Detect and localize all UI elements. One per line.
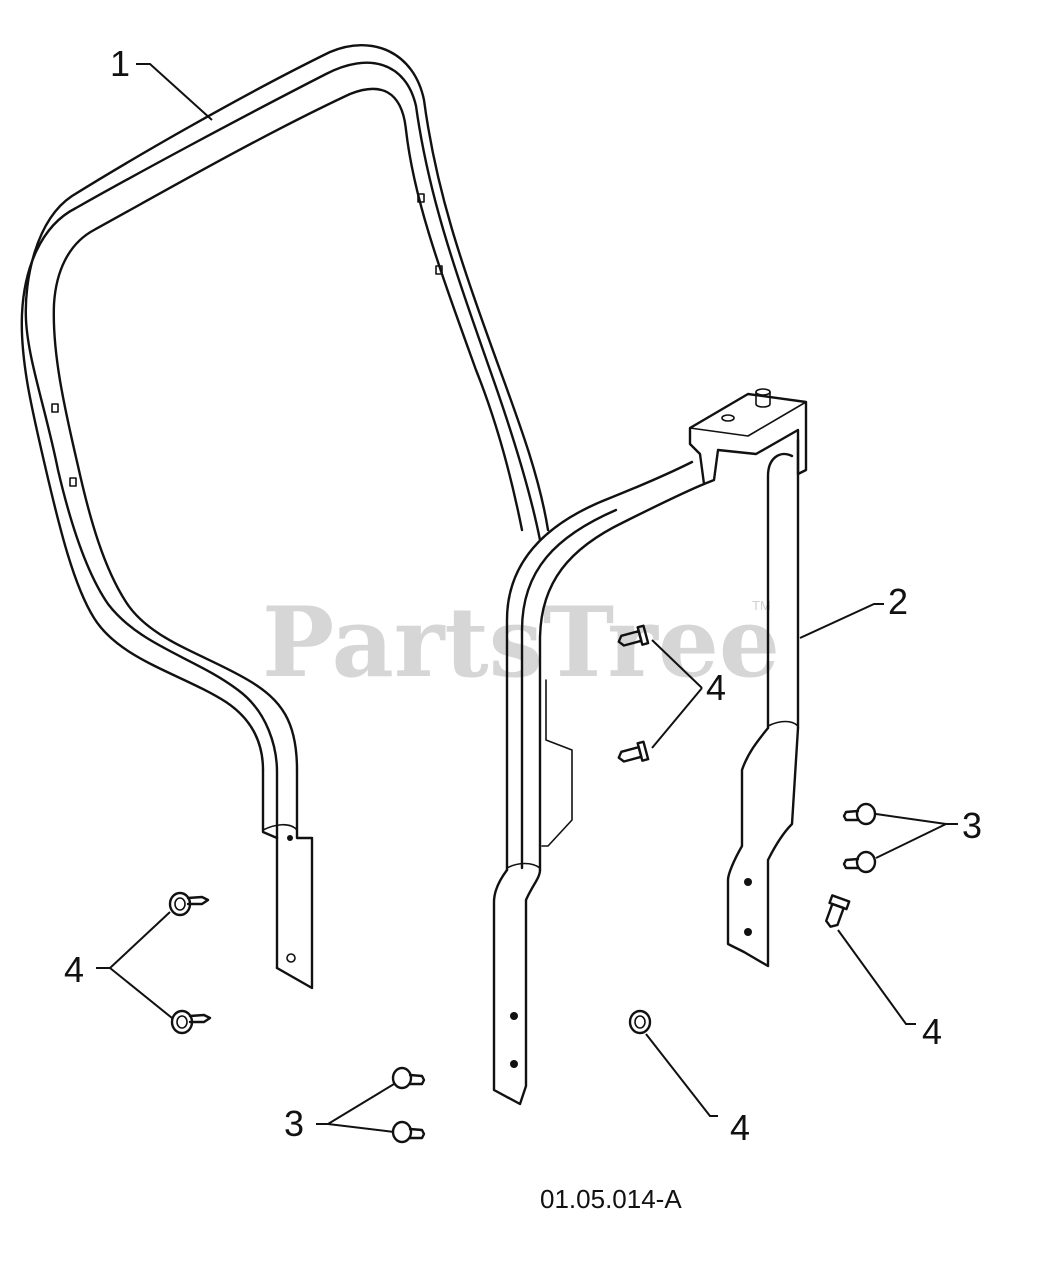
mounting-hole xyxy=(744,878,752,886)
callout-part-3-bottom: 3 xyxy=(284,1103,304,1144)
cable-clip xyxy=(51,403,59,413)
bolt-icon xyxy=(825,894,851,928)
flange-nut-icon xyxy=(842,802,877,826)
bolt-icon xyxy=(617,624,650,647)
callout-part-1: 1 xyxy=(110,43,130,84)
callout-part-3-right: 3 xyxy=(962,805,982,846)
bolt-icon xyxy=(617,740,650,763)
callout-part-4-bottom: 4 xyxy=(730,1107,750,1148)
leader-lines xyxy=(96,63,958,1133)
mounting-hole xyxy=(287,835,293,841)
callout-part-2: 2 xyxy=(888,581,908,622)
flange-nut-icon xyxy=(391,1066,426,1090)
cable-clip xyxy=(69,477,77,487)
watermark-trademark: TM xyxy=(752,598,771,613)
cable-clip xyxy=(435,265,443,275)
callout-part-4-left: 4 xyxy=(64,949,84,990)
flange-nut-icon xyxy=(842,850,877,874)
lower-handle-frame-icon xyxy=(492,388,808,1106)
callout-part-4-center: 4 xyxy=(706,667,726,708)
bolt-icon xyxy=(170,1009,212,1035)
mounting-hole xyxy=(744,928,752,936)
callout-part-4-right: 4 xyxy=(922,1011,942,1052)
cable-clip xyxy=(417,193,425,203)
mounting-hole xyxy=(286,953,296,963)
flange-nut-icon xyxy=(391,1120,426,1144)
pin-hole xyxy=(721,414,735,422)
mounting-hole xyxy=(510,1012,518,1020)
upper-handle-frame-icon xyxy=(20,43,550,990)
drawing-number: 01.05.014-A xyxy=(540,1184,682,1214)
bolt-icon xyxy=(628,1009,652,1035)
bolt-icon xyxy=(168,891,210,917)
mounting-hole xyxy=(510,1060,518,1068)
pin-top xyxy=(755,388,771,396)
